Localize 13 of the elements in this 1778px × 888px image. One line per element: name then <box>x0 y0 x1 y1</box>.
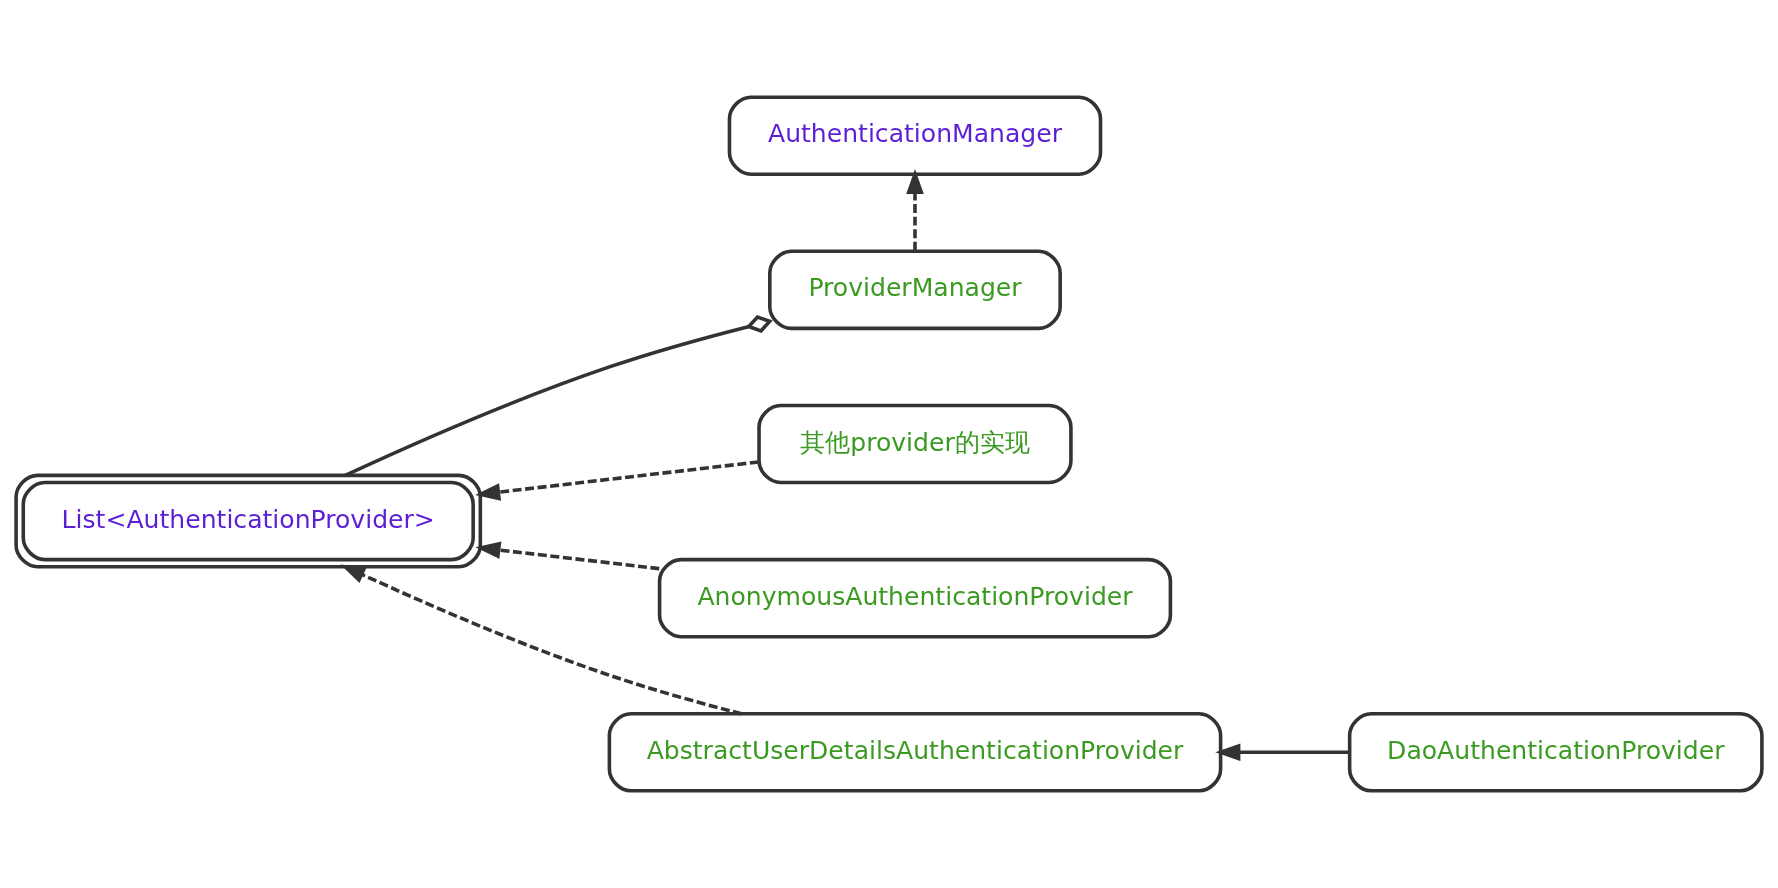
arrow <box>475 541 660 571</box>
node-box: 其他provider的实现 <box>757 403 1073 485</box>
node-box: AbstractUserDetailsAuthenticationProvider <box>607 711 1223 793</box>
node-box: AnonymousAuthenticationProvider <box>657 557 1173 639</box>
connector <box>344 314 773 477</box>
node-box: ProviderManager <box>768 249 1062 331</box>
node-box: DaoAuthenticationProvider <box>1347 711 1764 793</box>
node-box: AuthenticationManager <box>727 95 1103 177</box>
arrow <box>340 564 742 716</box>
arrow <box>906 168 924 251</box>
arrow <box>1215 743 1349 762</box>
node-box: List<AuthenticationProvider> <box>14 473 483 569</box>
arrow <box>475 460 759 501</box>
